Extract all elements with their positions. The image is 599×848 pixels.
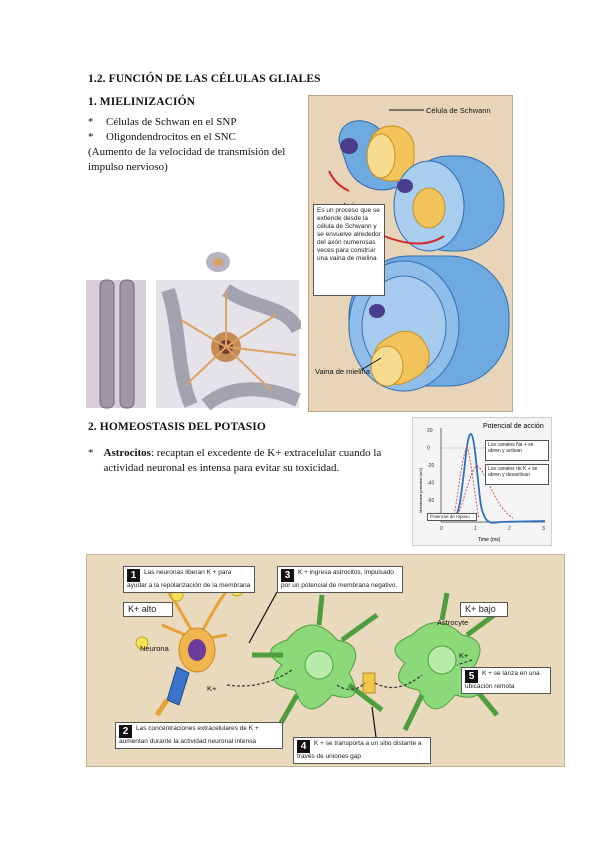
astrocyte-illustration-1	[252, 594, 384, 732]
oligodendrocyte-illustration	[86, 252, 301, 410]
k-channel-label: Los canales de K + se abren y desactivan	[485, 464, 549, 485]
astrocyte-illustration-2	[394, 592, 499, 732]
x-tick-label: 1	[474, 526, 477, 532]
k-channel-line	[456, 465, 514, 519]
pointer-arrow-icon	[248, 591, 278, 644]
myelin-label: Vaina de mielina	[315, 367, 371, 376]
ap-ylabel: Membrane potential (mV)	[418, 467, 423, 513]
neuron-label: Neurona	[140, 644, 170, 653]
membrane-potential-line	[441, 433, 546, 524]
astrocyte-figure: Astrocyte Neurona K+ K+ K+ alto K+ bajo …	[86, 554, 565, 767]
astrocitos-term: Astrocitos	[103, 447, 151, 459]
y-tick-label: -20	[427, 463, 434, 469]
schwann-description: Es un proceso que se extiende desde la c…	[313, 204, 385, 296]
schwann-label: Célula de Schwann	[426, 106, 491, 115]
rotation-arrow-icon	[328, 170, 350, 192]
k-plus-label: K+	[459, 651, 469, 660]
homeostasis-heading: 2. HOMEOSTASIS DEL POTASIO	[88, 421, 266, 433]
list-item: *Células de Schwan en el SNP	[88, 116, 237, 128]
rotation-arrow-icon	[383, 235, 445, 245]
y-tick-label: -60	[427, 498, 434, 504]
resting-potential-label: Potencial de reposo	[427, 513, 477, 521]
ap-xlabel: Time (ms)	[478, 537, 501, 543]
homeostasis-bullet: * Astrocitos: recaptan el excedente de K…	[88, 447, 382, 474]
k-low-label: K+ bajo	[460, 602, 508, 617]
mielinizacion-list: *Células de Schwan en el SNP *Oligondend…	[88, 115, 303, 175]
astrocitos-text: : recaptan el excedente de K+ extracelul…	[103, 447, 382, 474]
action-potential-figure: Potencial de acción Membrane potential (…	[412, 417, 552, 546]
k-high-label: K+ alto	[123, 602, 173, 617]
x-tick-label: 3	[542, 526, 545, 532]
k-plus-label: K+	[207, 684, 217, 693]
schwann-figure: Célula de Schwann Axón Vaina de mielina …	[308, 95, 513, 412]
na-channel-label: Los canales Na + se abren y activan	[485, 440, 549, 461]
mielinizacion-note: (Aumento de la velocidad de transmisión …	[88, 146, 286, 173]
section-title: 1.2. FUNCIÓN DE LAS CÉLULAS GLIALES	[88, 73, 321, 85]
x-tick-label: 0	[440, 526, 443, 532]
x-tick-label: 2	[508, 526, 511, 532]
list-item: *Oligondendrocitos en el SNC	[88, 131, 236, 143]
mielinizacion-heading: 1. MIELINIZACIÓN	[88, 96, 196, 108]
y-tick-label: -40	[427, 481, 434, 487]
ap-title: Potencial de acción	[483, 423, 544, 430]
na-channel-line	[452, 444, 480, 519]
y-tick-label: 20	[427, 428, 433, 434]
y-tick-label: 0	[427, 446, 430, 452]
astrocyte-label: Astrocyte	[437, 618, 468, 627]
